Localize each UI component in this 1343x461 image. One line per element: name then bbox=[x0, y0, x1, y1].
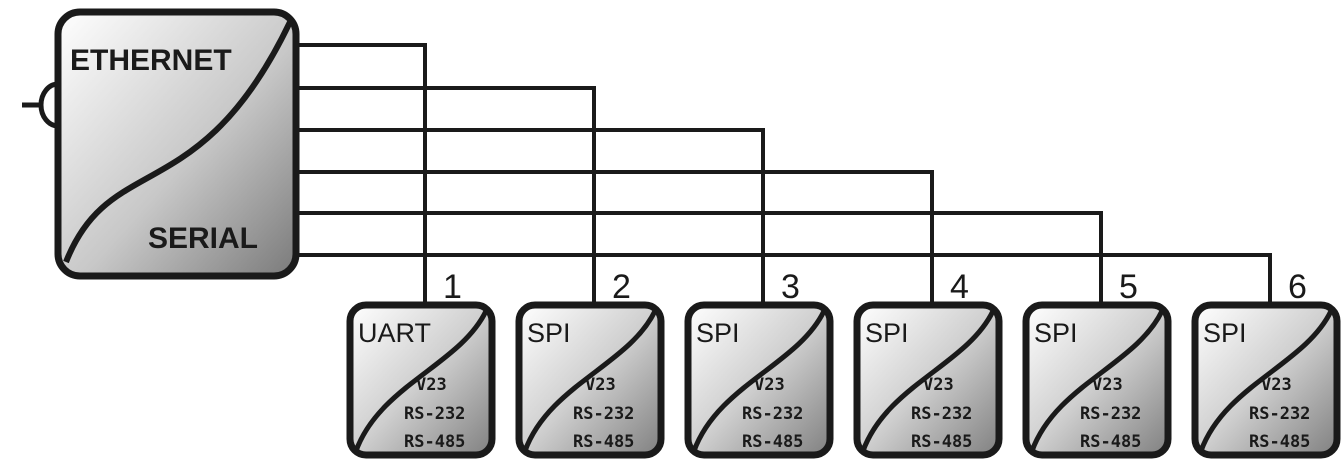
module-curve bbox=[691, 309, 827, 452]
module-curve bbox=[860, 309, 996, 452]
module-number: 6 bbox=[1288, 268, 1307, 306]
module-standard-label: RS-485 bbox=[742, 432, 803, 452]
module-standard-label: V23 bbox=[1261, 375, 1292, 395]
module-interface-label: SPI bbox=[527, 318, 571, 348]
module-curve bbox=[1029, 309, 1165, 452]
module-number: 2 bbox=[612, 268, 631, 306]
serial-modules: 1UARTV23RS-232RS-4852SPIV23RS-232RS-4853… bbox=[346, 268, 1341, 459]
module-box bbox=[684, 301, 834, 459]
module-interface-label: SPI bbox=[696, 318, 740, 348]
module-interface-label: SPI bbox=[1034, 318, 1078, 348]
module-standard-label: RS-232 bbox=[1249, 404, 1310, 424]
module-standard-label: RS-485 bbox=[1249, 432, 1310, 452]
connection-line-1 bbox=[296, 43, 427, 305]
module-standard-label: RS-232 bbox=[911, 404, 972, 424]
module-curve bbox=[522, 309, 658, 452]
connection-line-2 bbox=[296, 86, 596, 305]
module-standard-label: V23 bbox=[585, 375, 616, 395]
module-curve bbox=[353, 309, 489, 452]
module-standard-label: V23 bbox=[1092, 375, 1123, 395]
ethernet-serial-gateway: ETHERNET SERIAL bbox=[54, 8, 300, 280]
module-box bbox=[1022, 301, 1172, 459]
module-curve bbox=[1198, 309, 1334, 452]
gateway-bottom-label: SERIAL bbox=[148, 222, 258, 255]
module-number: 3 bbox=[781, 268, 800, 306]
module-standard-label: RS-485 bbox=[404, 432, 465, 452]
module-standard-label: RS-232 bbox=[404, 404, 465, 424]
module-standard-label: V23 bbox=[754, 375, 785, 395]
connection-line-6 bbox=[296, 253, 1272, 305]
module-standard-label: RS-485 bbox=[573, 432, 634, 452]
module-interface-label: SPI bbox=[1203, 318, 1247, 348]
module-box bbox=[515, 301, 665, 459]
module-interface-label: UART bbox=[358, 318, 431, 348]
module-standard-label: RS-485 bbox=[911, 432, 972, 452]
module-standard-label: V23 bbox=[416, 375, 447, 395]
module-box bbox=[853, 301, 1003, 459]
connection-line-3 bbox=[296, 128, 765, 305]
module-standard-label: RS-485 bbox=[1080, 432, 1141, 452]
module-standard-label: RS-232 bbox=[573, 404, 634, 424]
gateway-top-label: ETHERNET bbox=[70, 44, 232, 77]
connection-line-5 bbox=[296, 211, 1103, 305]
connection-line-4 bbox=[296, 170, 934, 305]
module-number: 1 bbox=[443, 268, 462, 306]
module-interface-label: SPI bbox=[865, 318, 909, 348]
module-standard-label: V23 bbox=[923, 375, 954, 395]
module-number: 5 bbox=[1119, 268, 1138, 306]
connection-lines bbox=[296, 43, 1272, 305]
module-box bbox=[1191, 301, 1341, 459]
module-number: 4 bbox=[950, 268, 969, 306]
module-box bbox=[346, 301, 496, 459]
module-standard-label: RS-232 bbox=[742, 404, 803, 424]
module-standard-label: RS-232 bbox=[1080, 404, 1141, 424]
